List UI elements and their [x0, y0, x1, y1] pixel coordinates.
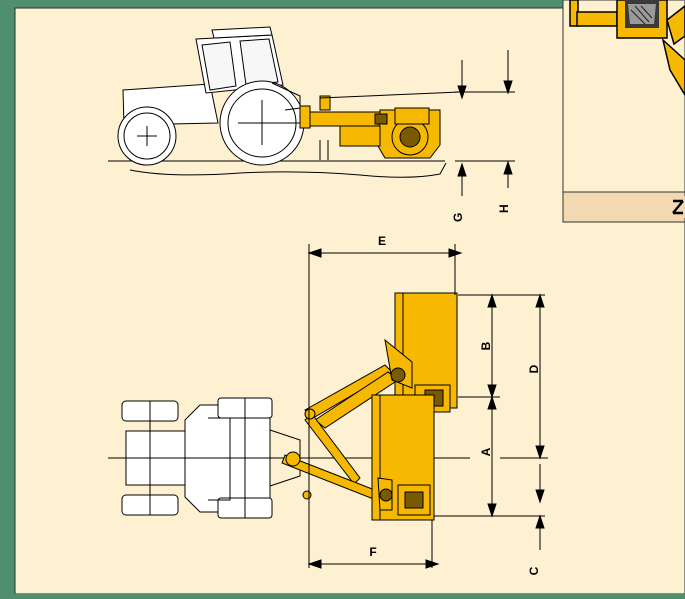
dimension-E: [307, 248, 463, 258]
label-B: B: [479, 341, 493, 350]
top-view: E F B A D C: [108, 234, 548, 575]
side-mower: [299, 91, 461, 160]
side-tractor: [117, 26, 305, 166]
label-F: F: [369, 545, 376, 559]
label-C: C: [527, 566, 541, 575]
side-view: G H: [108, 26, 515, 222]
label-A: A: [479, 447, 493, 456]
label-D: D: [527, 364, 541, 373]
inset-label-glyph: [672, 199, 684, 215]
dimension-D: [535, 293, 545, 460]
top-arm: [281, 364, 399, 501]
inset-caption-band: [562, 191, 685, 223]
dimension-A: [487, 395, 497, 518]
dimension-G: [455, 60, 515, 196]
dimension-B: [487, 293, 497, 399]
dimension-F: [307, 559, 440, 569]
label-G: G: [451, 213, 465, 222]
inset-photo: Z: [562, 0, 685, 223]
dimension-H: [503, 50, 513, 188]
top-mower-upper: [384, 292, 458, 413]
label-H: H: [497, 204, 511, 213]
label-E: E: [378, 234, 386, 248]
dimension-C: [535, 464, 545, 550]
top-mower-lower: [371, 394, 435, 521]
